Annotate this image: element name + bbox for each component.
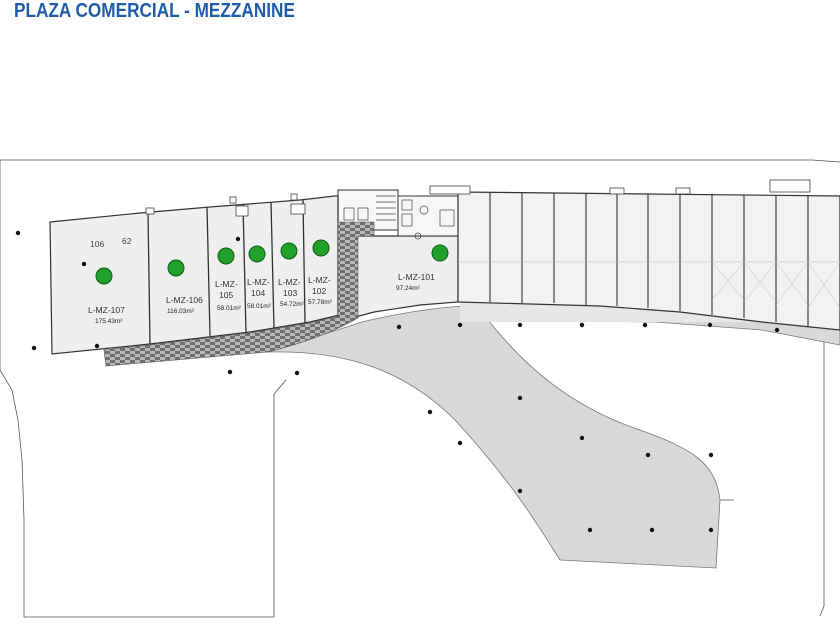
- unit-107-area: 175.43m²: [95, 318, 123, 325]
- column-dot: [579, 435, 585, 441]
- column-dot: [427, 409, 433, 415]
- availability-marker-l-mz-106: [167, 259, 185, 277]
- availability-marker-l-mz-104: [248, 245, 266, 263]
- unit-102-number: 102: [312, 286, 326, 296]
- unit-106-area: 116.03m²: [167, 308, 195, 315]
- column-dot: [774, 327, 780, 333]
- column-dot: [457, 440, 463, 446]
- availability-marker-l-mz-107: [95, 267, 113, 285]
- unit-101-label: L-MZ-101: [398, 272, 435, 282]
- top-columns: [145, 179, 811, 217]
- storefront-divisions: [489, 193, 809, 326]
- availability-marker-l-mz-105: [217, 247, 235, 265]
- column-dot: [235, 236, 241, 242]
- reference-label-62: 62: [122, 236, 132, 246]
- unit-104-area: 58.01m²: [247, 303, 272, 310]
- east-hatch: [460, 261, 840, 309]
- column-dot: [517, 395, 523, 401]
- column-dot: [517, 322, 523, 328]
- plan-title: PLAZA COMERCIAL - MEZZANINE: [14, 0, 295, 22]
- column-dot: [227, 369, 233, 375]
- unit-103-label: L-MZ-: [278, 277, 301, 287]
- column-dot: [642, 322, 648, 328]
- column-dot: [708, 452, 714, 458]
- unit-101-area: 97.24m²: [396, 285, 421, 292]
- column-dot: [81, 261, 87, 267]
- column-dot: [587, 527, 593, 533]
- column-dot: [517, 488, 523, 494]
- reference-label-106: 106: [90, 239, 104, 249]
- column-dot: [15, 230, 21, 236]
- unit-105-area: 58.01m²: [217, 305, 242, 312]
- column-dot: [94, 343, 100, 349]
- site-boundary: [0, 159, 840, 618]
- unit-105-label: L-MZ-: [215, 279, 238, 289]
- unit-102-area: 57.78m²: [308, 299, 333, 306]
- column-dot: [31, 345, 37, 351]
- availability-marker-l-mz-103: [280, 242, 298, 260]
- unit-104-number: 104: [251, 288, 265, 298]
- unit-105-number: 105: [219, 290, 233, 300]
- column-dot: [649, 527, 655, 533]
- unit-106-label: L-MZ-106: [166, 295, 203, 305]
- column-dot: [294, 370, 300, 376]
- column-dot: [645, 452, 651, 458]
- unit-103-number: 103: [283, 288, 297, 298]
- column-dot: [396, 324, 402, 330]
- column-dot: [708, 527, 714, 533]
- column-dot: [579, 322, 585, 328]
- service-core: [343, 195, 455, 240]
- brick-wall: [103, 221, 375, 367]
- unit-107-label: L-MZ-107: [88, 305, 125, 315]
- availability-marker-l-mz-101: [431, 244, 449, 262]
- column-dot: [457, 322, 463, 328]
- structural-columns: [15, 230, 780, 533]
- unit-102-label: L-MZ-: [308, 275, 331, 285]
- availability-markers: [95, 239, 449, 285]
- unit-103-area: 54.72m²: [280, 301, 305, 308]
- corridor-area: [267, 303, 840, 569]
- unit-104-label: L-MZ-: [247, 277, 270, 287]
- availability-marker-l-mz-102: [312, 239, 330, 257]
- unit-labels: L-MZ-107 175.43m² L-MZ-106 116.03m² L-MZ…: [88, 272, 435, 325]
- column-dot: [707, 322, 713, 328]
